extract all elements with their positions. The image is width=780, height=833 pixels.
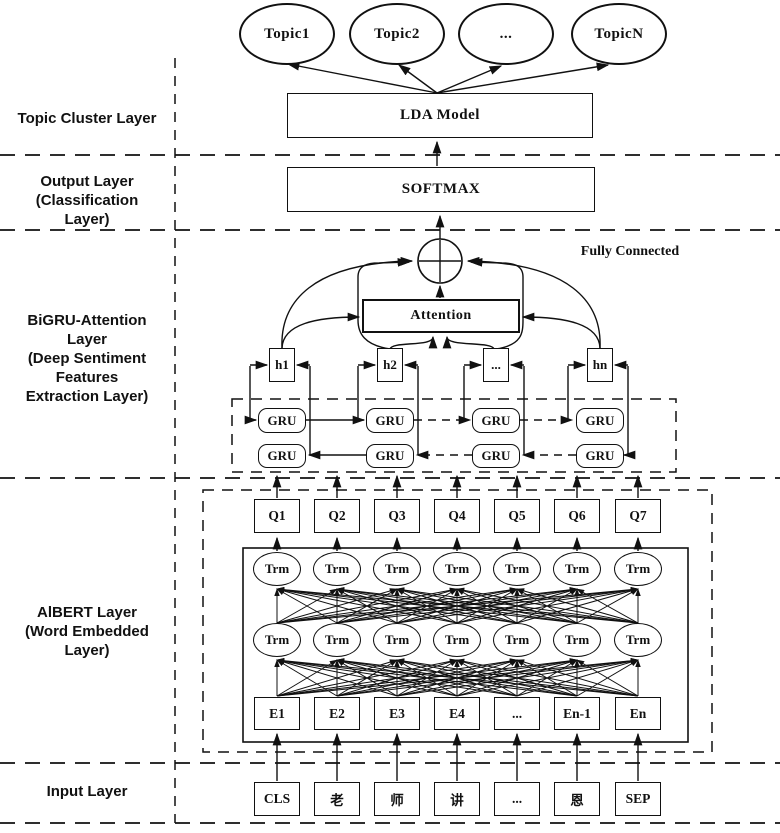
query-box-5: Q5 (494, 499, 540, 533)
embedding-box-4: E4 (434, 697, 480, 730)
layer-label-input: Input Layer (46, 783, 128, 800)
query-box-7: Q7 (615, 499, 661, 533)
embedding-box-5: ... (494, 697, 540, 730)
query-box-4: Q4 (434, 499, 480, 533)
softmax-box: SOFTMAX (287, 167, 595, 212)
gru-forward-box-3: GRU (472, 408, 520, 433)
hidden-state-box-1: h1 (269, 348, 295, 382)
topic-ellipse-4: TopicN (571, 3, 667, 65)
trm-ellipse-top-7: Trm (614, 552, 662, 586)
lda-model-box: LDA Model (287, 93, 593, 138)
sum-node (417, 238, 463, 284)
query-box-6: Q6 (554, 499, 600, 533)
trm-ellipse-top-6: Trm (553, 552, 601, 586)
hidden-state-box-3: ... (483, 348, 509, 382)
hidden-state-box-2: h2 (377, 348, 403, 382)
layer-label-output: Output Layer (Classification Layer) (35, 173, 139, 229)
embedding-box-1: E1 (254, 697, 300, 730)
input-token-box-7: SEP (615, 782, 661, 816)
trm-ellipse-top-5: Trm (493, 552, 541, 586)
embedding-box-3: E3 (374, 697, 420, 730)
trm-ellipse-bottom-2: Trm (313, 623, 361, 657)
trm-ellipse-top-4: Trm (433, 552, 481, 586)
gru-backward-box-3: GRU (472, 444, 520, 468)
query-box-3: Q3 (374, 499, 420, 533)
trm-ellipse-bottom-6: Trm (553, 623, 601, 657)
embedding-box-7: En (615, 697, 661, 730)
gru-backward-box-4: GRU (576, 444, 624, 468)
input-token-box-6: 恩 (554, 782, 600, 816)
albert-fully-connected-links (274, 586, 641, 697)
topic-ellipse-2: Topic2 (349, 3, 445, 65)
layer-separators (0, 58, 780, 824)
input-token-box-1: CLS (254, 782, 300, 816)
input-token-box-4: 讲 (434, 782, 480, 816)
attention-box: Attention (362, 299, 520, 333)
trm-ellipse-top-2: Trm (313, 552, 361, 586)
layer-label-bigru: BiGRU-Attention Layer (Deep Sentiment Fe… (25, 312, 149, 406)
attention-curves (281, 256, 601, 350)
gru-backward-box-1: GRU (258, 444, 306, 468)
trm-ellipse-bottom-7: Trm (614, 623, 662, 657)
hidden-state-box-4: hn (587, 348, 613, 382)
trm-ellipse-top-1: Trm (253, 552, 301, 586)
gru-forward-box-4: GRU (576, 408, 624, 433)
bigru-wiring (244, 360, 636, 460)
trm-ellipse-bottom-5: Trm (493, 623, 541, 657)
input-token-box-2: 老 (314, 782, 360, 816)
query-box-1: Q1 (254, 499, 300, 533)
input-token-box-5: ... (494, 782, 540, 816)
gru-backward-box-2: GRU (366, 444, 414, 468)
trm-ellipse-bottom-4: Trm (433, 623, 481, 657)
trm-ellipse-top-3: Trm (373, 552, 421, 586)
input-token-box-3: 师 (374, 782, 420, 816)
trm-ellipse-bottom-1: Trm (253, 623, 301, 657)
embedding-box-2: E2 (314, 697, 360, 730)
trm-ellipse-bottom-3: Trm (373, 623, 421, 657)
layer-label-albert: AlBERT Layer (Word Embedded Layer) (25, 604, 149, 660)
embedding-box-6: En-1 (554, 697, 600, 730)
gru-forward-box-1: GRU (258, 408, 306, 433)
topic-ellipse-3: ... (458, 3, 554, 65)
query-box-2: Q2 (314, 499, 360, 533)
gru-forward-box-2: GRU (366, 408, 414, 433)
layer-label-topic-cluster: Topic Cluster Layer (17, 110, 157, 127)
arrows (272, 61, 643, 781)
fully-connected-label: Fully Connected (580, 244, 680, 259)
topic-ellipse-1: Topic1 (239, 3, 335, 65)
